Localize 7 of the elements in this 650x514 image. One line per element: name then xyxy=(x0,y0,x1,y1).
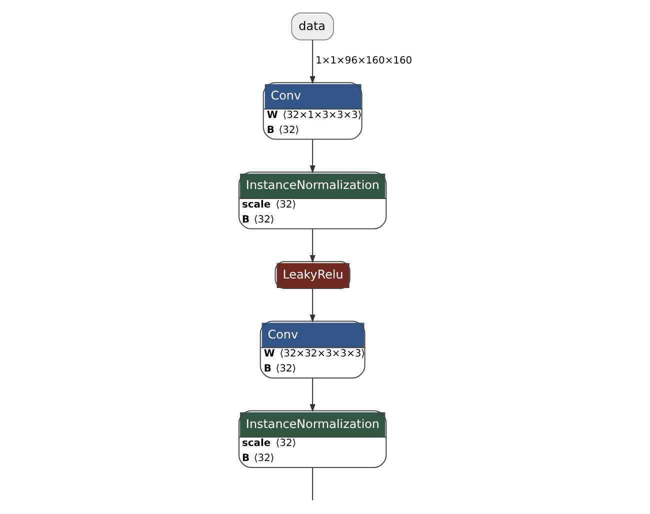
arrow xyxy=(309,228,315,264)
connector xyxy=(312,467,313,501)
edge-label: 1×1×96×160×160 xyxy=(315,56,412,67)
arrow xyxy=(309,288,315,323)
arrow xyxy=(309,139,315,174)
arrow xyxy=(309,378,315,412)
arrow xyxy=(309,39,315,84)
